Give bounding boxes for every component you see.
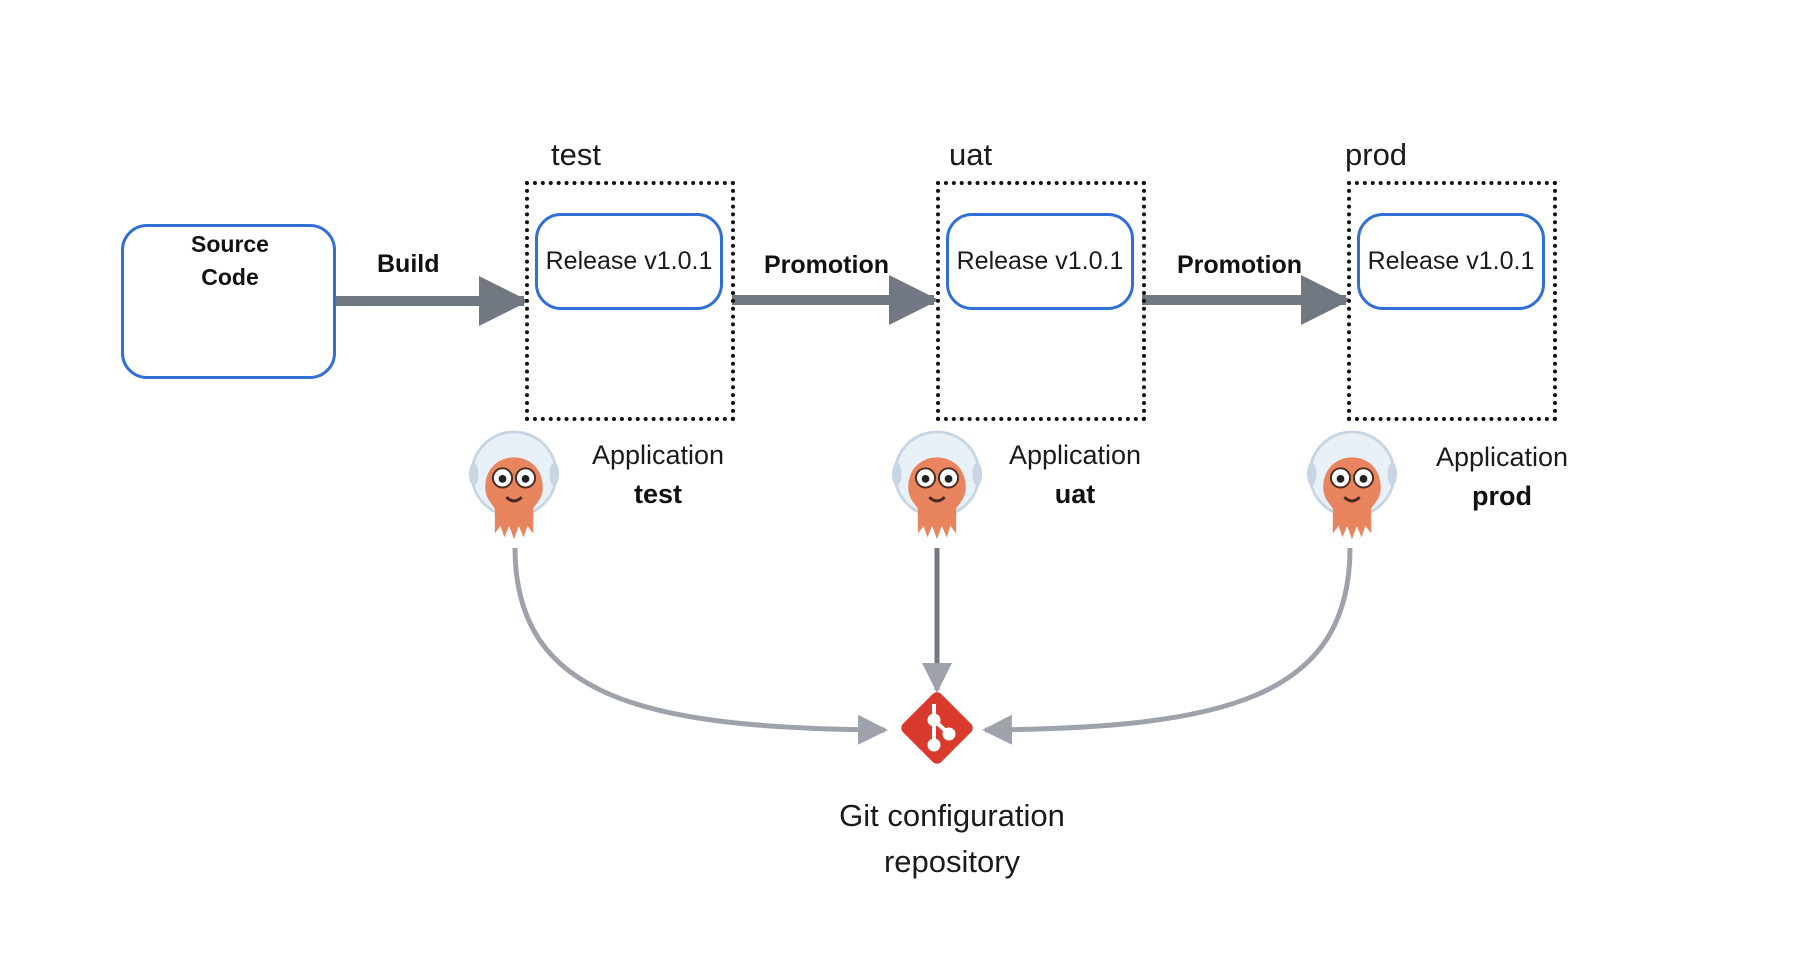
source-code-label: Source Code [175,228,285,294]
env-title-uat: uat [949,137,993,172]
release-box-test: Release v1.0.1 [535,213,723,310]
env-box-prod [1347,181,1557,421]
source-label-line1: Source [191,231,269,257]
release-box-prod: Release v1.0.1 [1357,213,1545,310]
prod-to-repo-connector [982,547,1353,745]
promotion-label-2: Promotion [1177,251,1302,279]
argo-octopus-icon-test [467,430,561,541]
app-label-text-uat: Application [1008,440,1142,470]
app-label-test: Application test [576,436,740,514]
release-box-uat: Release v1.0.1 [946,213,1134,310]
env-box-uat [936,181,1146,421]
env-box-test [525,181,735,421]
repo-git-icon [901,692,973,764]
app-label-prod: Application prod [1420,438,1584,516]
repo-label-line2: repository [883,844,1021,879]
build-label: Build [377,250,440,278]
git-config-repo-label: Git configuration repository [812,793,1092,885]
app-name-uat: uat [1054,479,1096,509]
env-title-prod: prod [1345,137,1408,172]
promotion-label-1: Promotion [764,251,889,279]
release-label-prod: Release v1.0.1 [1367,247,1535,275]
release-label-uat: Release v1.0.1 [956,247,1124,275]
argo-octopus-icon-uat [890,430,984,541]
app-label-text-prod: Application [1435,442,1569,472]
app-name-prod: prod [1472,481,1532,511]
test-to-repo-connector [512,547,888,745]
app-label-uat: Application uat [993,436,1157,514]
env-title-test: test [551,137,601,172]
release-label-test: Release v1.0.1 [545,247,713,275]
source-code-box [121,224,336,379]
repo-label-line1: Git configuration [839,798,1065,833]
app-label-text-test: Application [591,440,725,470]
app-name-test: test [633,479,682,509]
source-label-line2: Code [201,264,259,290]
argo-octopus-icon-prod [1305,430,1399,541]
